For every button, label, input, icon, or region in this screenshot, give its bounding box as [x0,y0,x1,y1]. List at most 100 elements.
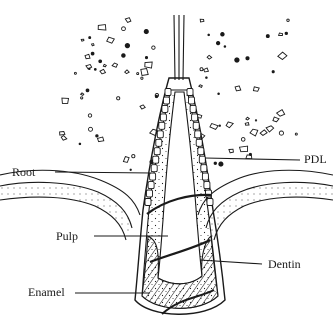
bone-particle [144,30,148,34]
pdl-cell [190,105,196,112]
bone-particle [279,33,283,36]
pdl-cell [159,122,165,129]
bone-particle [246,155,252,159]
bone-particle [125,43,129,47]
bone-particle [235,58,239,62]
bone-particle [85,54,90,58]
bone-particle [255,120,256,121]
bone-particle [152,46,155,49]
bone-particle [253,87,259,92]
bone-particle [241,138,245,142]
bone-particle [96,135,98,137]
bone-particle [145,62,152,68]
bone-particle [61,136,67,141]
bone-particle [92,44,95,46]
bone-particle [141,77,143,79]
bone-particle [273,117,279,122]
bone-particle [74,72,76,74]
pdl-cell [187,89,193,96]
bone-particle [122,27,126,31]
bone-particle [98,25,106,31]
bone-particle [245,123,249,126]
bone-particle [98,137,104,142]
dentin-label: Dentin [268,257,301,271]
pdl-cell [207,199,213,206]
pdl-cell [147,190,153,197]
pdl-cell [192,114,198,121]
bone-particle [235,86,241,91]
bone-particle [103,64,106,66]
bone-particle [141,69,148,76]
pdl-cell [204,182,210,189]
pdl-cell [164,97,170,104]
pdl-cell [196,139,202,146]
pdl-cell [199,156,205,163]
bone-particle [91,52,94,55]
bone-particle [207,55,212,59]
bone-particle [132,155,135,158]
pdl-cell [165,89,171,96]
pdl-cell [201,165,207,172]
bone-particle [216,41,219,44]
bone-particle [137,73,139,75]
pdl-cell [198,148,204,155]
root-leader [55,172,152,173]
bone-particle [229,149,234,153]
bone-particle [260,130,267,136]
bone-particle [62,98,69,103]
bone-particle [122,54,126,58]
pdl-cell [154,148,160,155]
bone-particle [145,57,147,59]
bone-particle [295,133,297,135]
bone-particle [210,124,218,130]
bone-particle [81,97,83,99]
bone-particle [125,18,131,23]
pdl-cell [145,199,151,206]
bone-particle [246,57,249,60]
pdl-cell [189,97,195,104]
bone-particle [81,39,84,41]
bone-particle [218,93,220,95]
bone-particle [79,143,81,145]
pdl-cell [162,105,168,112]
bone-particle [287,19,289,21]
pdl-cell [151,165,157,172]
tooth [135,78,225,314]
pdl-cell [148,182,154,189]
bone-particle [219,125,220,126]
bone-particle [219,162,223,166]
bone-particle [266,126,274,132]
bone-particle [94,69,96,71]
pdl-cell [195,131,201,138]
bone-particle [89,127,93,131]
bone-particle [125,70,130,74]
bone-particle [277,110,285,117]
bone-particle [88,114,91,117]
bone-particle [240,146,248,152]
pdl-cell [156,139,162,146]
bone-particle [99,60,102,63]
enamel-label: Enamel [28,285,65,299]
bone-particle [89,37,91,39]
bone-particle [272,71,274,73]
bone-particle [130,169,131,170]
pulp-label: Pulp [56,229,78,243]
bone-particle [246,117,250,120]
bone-particle [221,33,225,37]
bone-particle [250,129,258,136]
bone-particle [224,46,226,48]
bone-particle [140,105,145,109]
bone-particle [117,97,120,100]
bone-particle [206,77,208,79]
bone-particle [200,19,204,22]
bone-particle [279,131,283,135]
pdl-cell [150,173,156,180]
bone-particle [86,89,89,92]
root-canal-instrument [174,15,184,80]
bone-particle [285,32,287,34]
bone-particle [199,85,203,88]
bone-particle [112,63,117,67]
bone-particle [86,65,92,69]
bone-particle [107,37,115,43]
